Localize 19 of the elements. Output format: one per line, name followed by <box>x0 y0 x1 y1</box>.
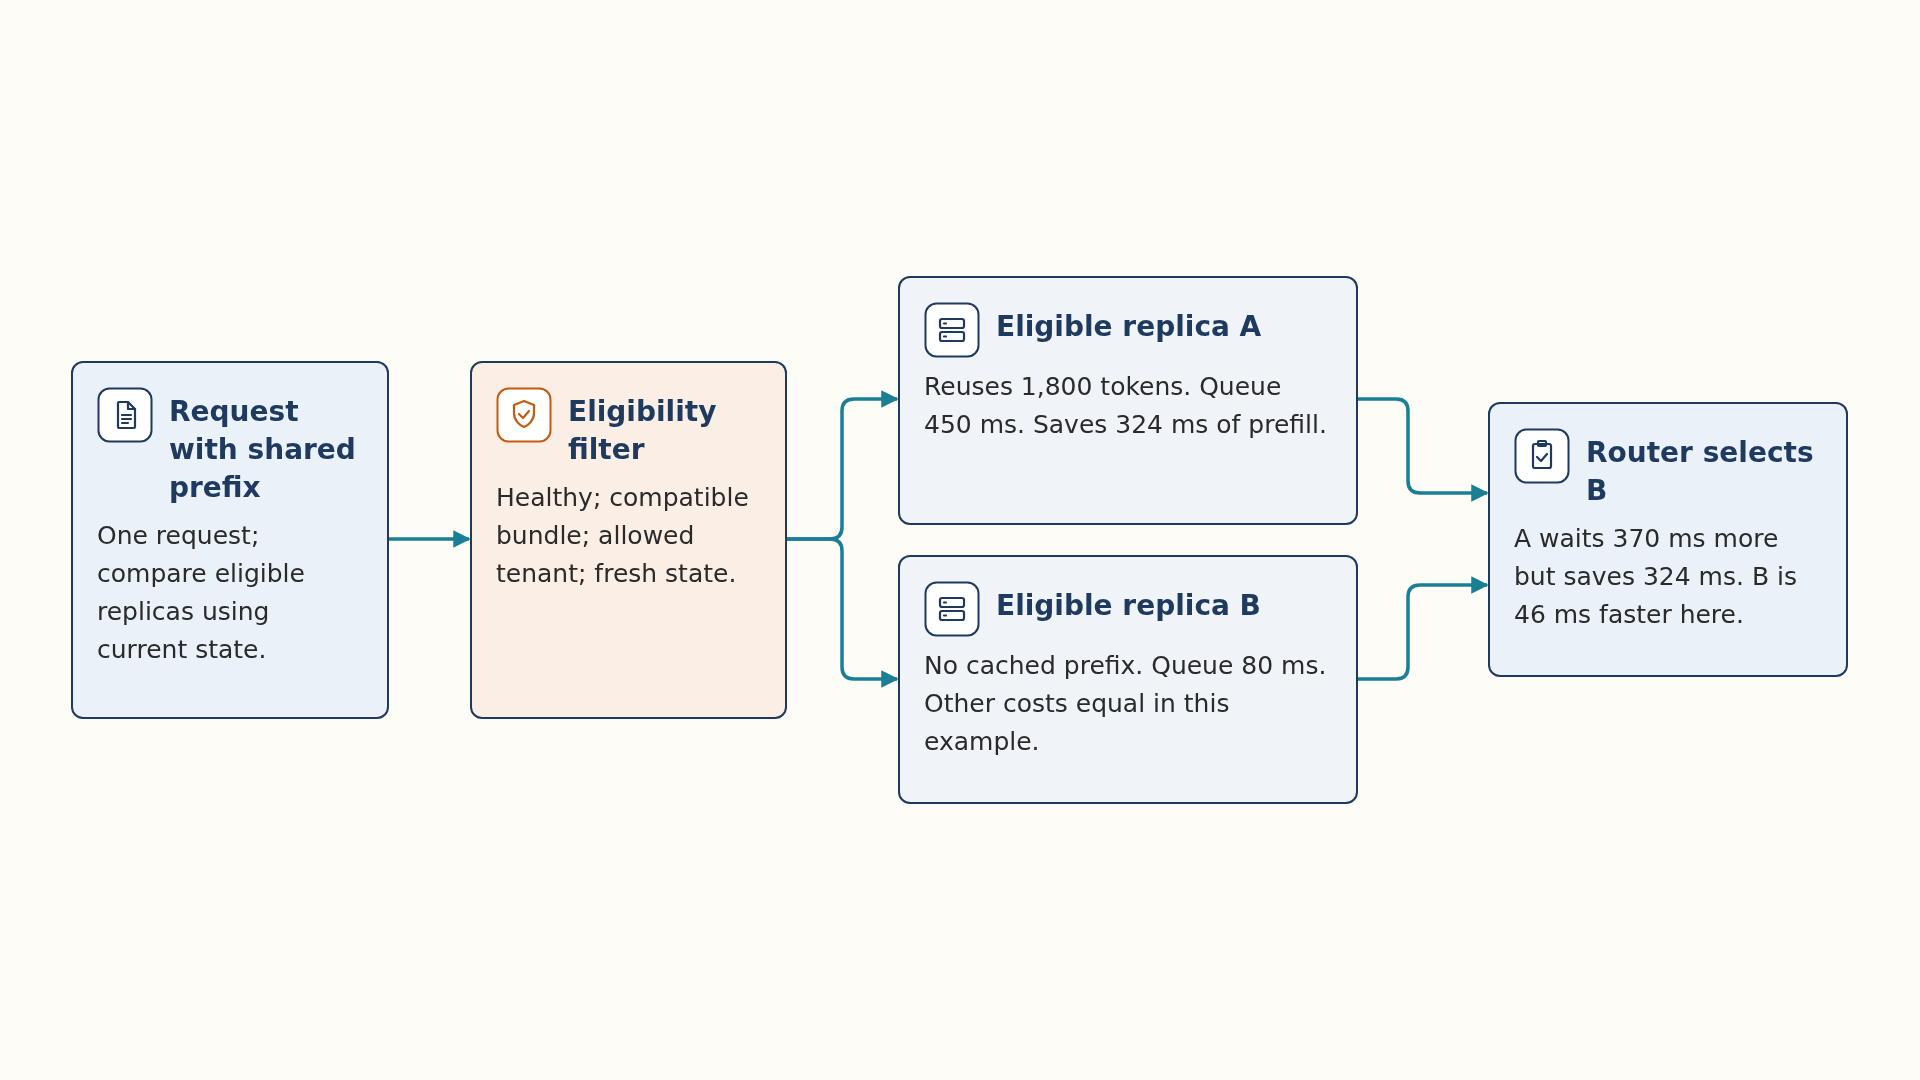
box-description: One request; compare eligible replicas using current state. <box>97 520 306 666</box>
process-box <box>470 361 787 719</box>
arrow <box>1358 576 1489 681</box>
box-title: Eligible replica A <box>996 309 1262 345</box>
box-description: Reuses 1,800 tokens. Queue 450 ms. Saves 324 ms of prefill. <box>924 371 1328 441</box>
box-title: Eligibility filter <box>568 394 718 468</box>
box-title: Request with shared prefix <box>169 394 357 506</box>
box-title: Eligible replica B <box>996 588 1261 624</box>
process-box <box>1488 402 1848 677</box>
arrow <box>1358 397 1489 502</box>
box-description: Healthy; compatible bundle; allowed tenant; fresh state. <box>496 482 750 590</box>
process-box <box>71 361 389 719</box>
box-description: No cached prefix. Queue 80 ms. Other costs equal in this example. <box>924 650 1328 758</box>
process-box <box>898 276 1358 525</box>
box-description: A waits 370 ms more but saves 324 ms. B is 46 ms faster here. <box>1514 523 1798 631</box>
box-title: Router selects B <box>1586 435 1815 509</box>
arrow <box>787 537 899 688</box>
process-box <box>898 555 1358 804</box>
arrow <box>389 530 471 548</box>
